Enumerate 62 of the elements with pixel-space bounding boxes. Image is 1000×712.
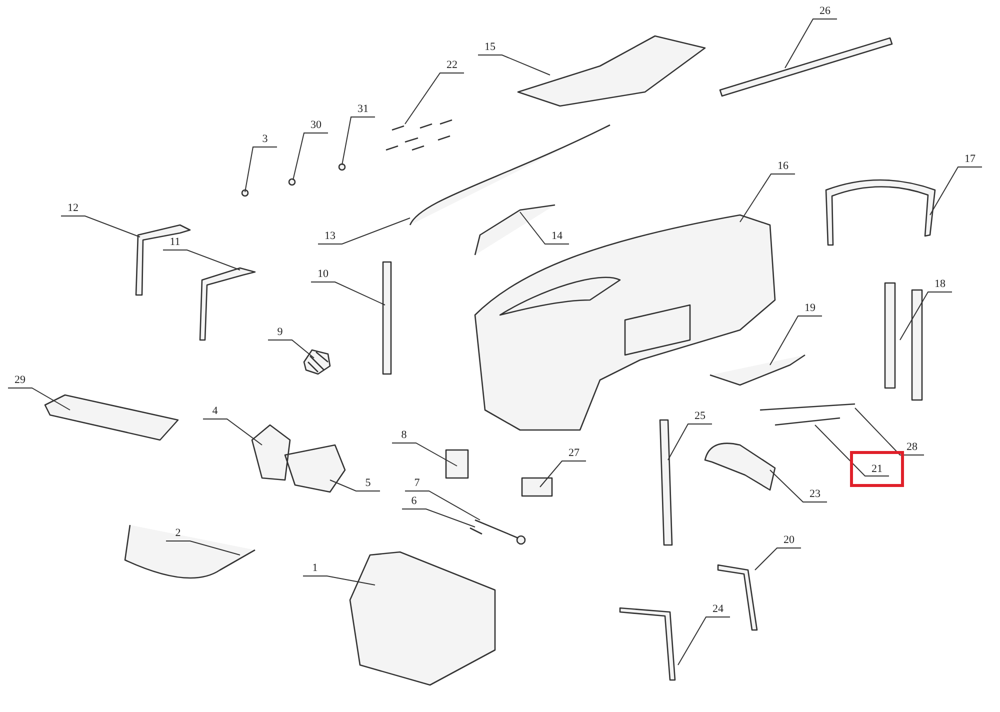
- callout-number: 22: [440, 58, 464, 72]
- callout-number: 11: [163, 235, 187, 249]
- callout-number: 2: [166, 526, 190, 540]
- leader-line: [678, 616, 730, 666]
- callout-number: 19: [798, 301, 822, 315]
- callout-number: 31: [351, 102, 375, 116]
- callout-number: 8: [392, 428, 416, 442]
- leader-line: [60, 216, 140, 238]
- leader-line: [268, 340, 314, 358]
- leader-line: [740, 174, 796, 222]
- callout-number: 7: [405, 476, 429, 490]
- leader-line: [900, 292, 952, 340]
- callout-number: 5: [356, 476, 380, 490]
- leader-line: [404, 72, 464, 124]
- leader-line: [854, 408, 924, 456]
- callout-number: 9: [268, 325, 292, 339]
- leader-line: [244, 146, 278, 192]
- leader-line: [754, 548, 802, 570]
- leader-line: [520, 212, 570, 244]
- callout-number: 17: [958, 152, 982, 166]
- callout-number: 23: [803, 487, 827, 501]
- callout-number: 27: [562, 446, 586, 460]
- leader-line: [540, 460, 586, 488]
- leader-line: [166, 540, 240, 556]
- leader-line: [404, 490, 480, 520]
- leader-line: [478, 54, 550, 76]
- callout-number: 13: [318, 229, 342, 243]
- leader-line: [668, 424, 712, 460]
- callout-number: 30: [304, 118, 328, 132]
- leader-line: [392, 442, 458, 466]
- callout-number: 16: [771, 159, 795, 173]
- leader-line: [770, 316, 822, 366]
- leader-line: [930, 166, 982, 216]
- callout-number: 1: [303, 561, 327, 575]
- callout-number: 6: [402, 494, 426, 508]
- callout-number: 28: [900, 440, 924, 454]
- callout-number: 15: [478, 40, 502, 54]
- callout-number: 4: [203, 404, 227, 418]
- callout-number: 3: [253, 132, 277, 146]
- callout-number: 25: [688, 409, 712, 423]
- leader-line: [330, 480, 380, 492]
- leader-line: [302, 576, 376, 586]
- leader-line: [770, 470, 828, 502]
- leader-line: [784, 18, 838, 68]
- leader-line: [8, 388, 70, 410]
- callout-number: 20: [777, 533, 801, 547]
- callout-number: 18: [928, 277, 952, 291]
- leader-line: [814, 424, 890, 476]
- leader-line: [162, 250, 240, 270]
- leader-line: [342, 116, 376, 166]
- leader-line: [310, 282, 386, 306]
- callout-number: 12: [61, 201, 85, 215]
- callout-number: 24: [706, 602, 730, 616]
- leader-line: [402, 508, 476, 528]
- callout-number: 21: [850, 451, 904, 487]
- callout-number: 29: [8, 373, 32, 387]
- callout-number: 26: [813, 4, 837, 18]
- callout-number: 14: [545, 229, 569, 243]
- leader-line: [292, 132, 328, 180]
- callout-number: 10: [311, 267, 335, 281]
- leader-line: [202, 418, 262, 446]
- leader-line: [318, 218, 410, 244]
